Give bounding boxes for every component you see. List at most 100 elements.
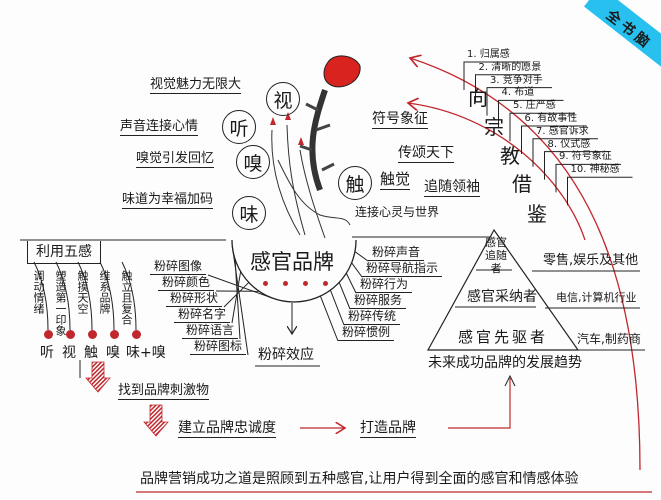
right-fan-line [329,289,345,326]
religion-title-char: 宗 [484,115,504,139]
five-senses-sense: 视 [62,345,76,361]
left-fan-item: 粉碎语言 [182,324,239,339]
taste-circle: 味 [232,196,266,230]
stair-line [555,163,621,193]
center-semicircle [231,239,357,303]
right-fan-item: 粉碎传统 [344,310,401,325]
pyramid-tier-1: 感官追随者 [485,236,507,276]
left-fan-line [231,245,249,356]
religion-list-item: 8. 仪式感 [547,138,591,150]
left-fan-item: 粉碎名字 [174,308,231,323]
right-fan-line [319,295,339,342]
red-dot [303,281,308,286]
pyramid-tier-3: 感官先驱者 [458,328,549,346]
five-senses-desc: 维系品牌 [98,270,111,314]
left-fan-item: 粉碎图标 [190,340,247,355]
left-fan-item: 粉碎形状 [166,292,223,307]
right-fan-item: 粉碎导航指示 [362,262,443,277]
flow-step-3: 打造品牌 [360,420,416,438]
stair-line [544,151,610,180]
center-title: 感官品牌 [250,250,334,274]
religion-title-char: 教 [500,144,520,168]
pyramid-caption: 未来成功品牌的发展趋势 [428,355,582,371]
stair-line [498,99,564,129]
stair-line [521,125,587,154]
religion-title-char: 借 [512,172,532,196]
pyramid-industry-3: 汽车,制药商 [577,332,641,346]
five-senses-sense: 嗅 [106,345,120,361]
sight-text: 视觉魅力无限大 [150,77,242,94]
red-dot [44,330,53,339]
hearing-circle: 听 [222,110,256,144]
sense-line [77,261,93,331]
stair-line [532,138,598,167]
five-senses-sense: 味+嗅 [126,345,166,361]
touch-subtext: 连接心灵与世界 [355,205,440,219]
stair-line [509,112,575,142]
left-fan-line [231,271,242,324]
five-senses-sense: 触 [84,345,98,361]
red-dot [110,330,119,339]
left-fan-item: 粉碎图像 [150,260,207,275]
effect-label: 粉碎效应 [258,347,314,363]
flow-step-2: 建立品牌忠诚度 [178,420,276,438]
religion-title-char: 向 [468,86,488,110]
sense-line [99,261,115,331]
five-senses-title: 利用五感 [27,241,101,264]
flow-step-1: 找到品牌刺激物 [118,383,210,400]
five-senses-desc: 触立且复合 [120,270,133,325]
red-dot [323,281,328,286]
red-arc-inner [408,103,586,241]
flower-hand-drawing [270,55,361,239]
religion-list-item: 5. 庄严感 [513,100,556,112]
pyramid [426,228,580,351]
stair-line [463,61,529,90]
red-dot [263,281,268,286]
red-dot [88,330,97,339]
five-senses-desc: 触摸天空 [76,270,89,314]
left-fan-line [207,274,272,299]
red-dot [283,281,288,286]
pyramid-tier-2: 感官采纳者 [467,289,537,305]
sense-line [33,261,49,331]
touch-text: 触觉 [380,170,411,190]
sense-line [55,261,71,331]
touch-circle: 触 [338,166,372,200]
religion-list-item: 7. 感官诉求 [536,125,589,137]
right-fan-line [351,262,363,278]
striped-arrow-2 [143,404,169,437]
branch-symbol: 符号象征 [372,111,428,129]
religion-title-char: 鉴 [527,202,547,226]
five-senses-sense: 听 [40,345,54,361]
religion-list-item: 3. 竞争对手 [490,74,543,86]
smell-circle: 嗅 [236,145,270,179]
religion-list-item: 1. 归属感 [467,49,510,60]
branch-follow: 追随领袖 [424,179,480,197]
conclusion-text: 品牌营销成功之道是照顾到五种感官,让用户得到全面的感官和情感体验 [140,471,579,487]
branch-spread: 传颂天下 [398,145,454,163]
hearing-text: 声音连接心情 [120,119,199,136]
pyramid-industry-2: 电信,计算机行业 [556,291,637,304]
red-arc-outer [410,58,641,471]
red-dot [66,330,75,339]
right-fan-item: 粉碎声音 [368,246,425,261]
smell-text: 嗅觉引发回忆 [136,151,215,168]
sense-line [121,261,137,331]
red-dot [132,330,141,339]
striped-arrow-1 [85,361,111,393]
stair-line [475,74,541,103]
five-senses-desc: 塑造第一印象 [54,270,67,336]
right-fan-item: 粉碎服务 [350,294,407,309]
religion-list-item: 4. 布道 [501,87,535,99]
religion-list-item: 10. 神秘感 [570,164,620,176]
stair-line [567,176,633,206]
taste-text: 味道为幸福加码 [122,192,214,209]
religion-list-item: 6. 有故事性 [524,113,578,124]
religion-list-item: 9. 符号象征 [559,151,612,163]
right-fan-item: 粉碎惯例 [338,326,395,341]
stair-line [486,87,552,116]
right-fan-line [354,251,369,262]
religion-list-item: 2. 清晰的愿景 [478,61,542,73]
